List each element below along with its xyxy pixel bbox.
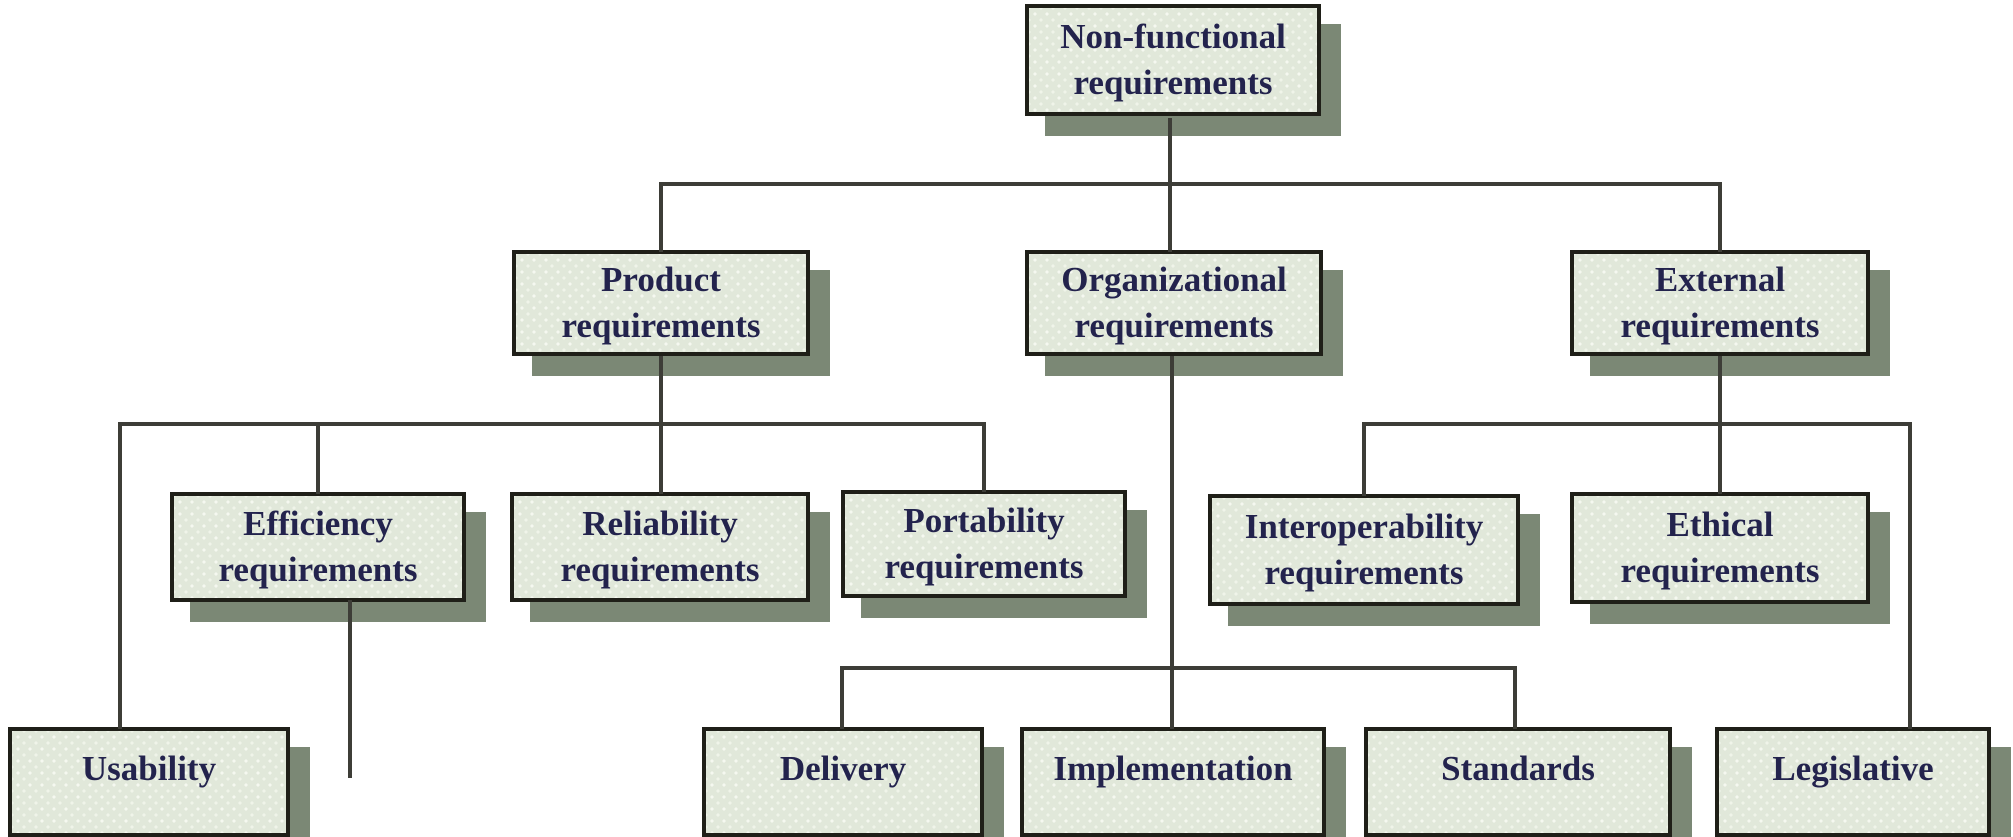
node-label-line: requirements	[1264, 553, 1464, 592]
connector-segment	[348, 600, 352, 778]
connector-segment	[118, 422, 122, 729]
connector-segment	[840, 666, 1517, 670]
node-implementation: Implementation	[1020, 727, 1326, 837]
node-portability: Portability requirements	[841, 490, 1127, 598]
node-usability: Usability	[8, 727, 290, 837]
node-label-line: requirements	[218, 550, 418, 589]
node-organizational: Organizational requirements	[1025, 250, 1323, 356]
connector-segment	[840, 666, 844, 729]
node-label-line: requirements	[884, 547, 1084, 586]
node-standards: Standards	[1364, 727, 1672, 837]
node-label-line: requirements	[560, 550, 760, 589]
node-efficiency: Efficiency requirements	[170, 492, 466, 602]
connector-segment	[659, 182, 1722, 186]
connector-segment	[659, 182, 663, 252]
node-ethical: Ethical requirements	[1570, 492, 1870, 604]
node-label-line: Portability	[903, 501, 1065, 540]
connector-segment	[316, 422, 320, 494]
node-label-line: Reliability	[582, 504, 738, 543]
node-label-line: Product	[601, 260, 721, 299]
connector-segment	[1908, 422, 1912, 729]
node-label-line: requirements	[1620, 306, 1820, 345]
node-label-line: Interoperability	[1244, 507, 1484, 546]
node-label-line: External	[1654, 260, 1786, 299]
connector-segment	[1718, 182, 1722, 252]
node-reliability: Reliability requirements	[510, 492, 810, 602]
node-delivery: Delivery	[702, 727, 984, 837]
node-product: Product requirements	[512, 250, 810, 356]
node-label-line: Ethical	[1666, 505, 1774, 544]
node-label-line: Implementation	[1053, 749, 1293, 788]
connector-segment	[1170, 356, 1174, 729]
node-label-line: requirements	[1620, 551, 1820, 590]
connector-segment	[118, 422, 986, 426]
node-legislative: Legislative	[1715, 727, 1991, 837]
node-external: External requirements	[1570, 250, 1870, 356]
node-interoperability: Interoperability requirements	[1208, 494, 1520, 606]
connector-segment	[1168, 118, 1172, 184]
node-label-line: requirements	[561, 306, 761, 345]
node-label-line: Efficiency	[243, 504, 393, 543]
connector-segment	[1362, 422, 1366, 496]
connector-segment	[1362, 422, 1912, 426]
node-label-line: Usability	[81, 749, 217, 788]
node-label-line: Non-functional	[1060, 17, 1286, 56]
node-label-line: Legislative	[1772, 749, 1934, 788]
connector-segment	[1168, 182, 1172, 252]
node-label-line: Delivery	[779, 749, 907, 788]
node-label-line: requirements	[1074, 306, 1274, 345]
node-label-line: requirements	[1073, 63, 1273, 102]
connector-segment	[982, 422, 986, 492]
node-label-line: Organizational	[1061, 260, 1287, 299]
connector-segment	[1513, 666, 1517, 729]
node-label-line: Standards	[1441, 749, 1595, 788]
node-non-functional: Non-functional requirements	[1025, 4, 1321, 116]
